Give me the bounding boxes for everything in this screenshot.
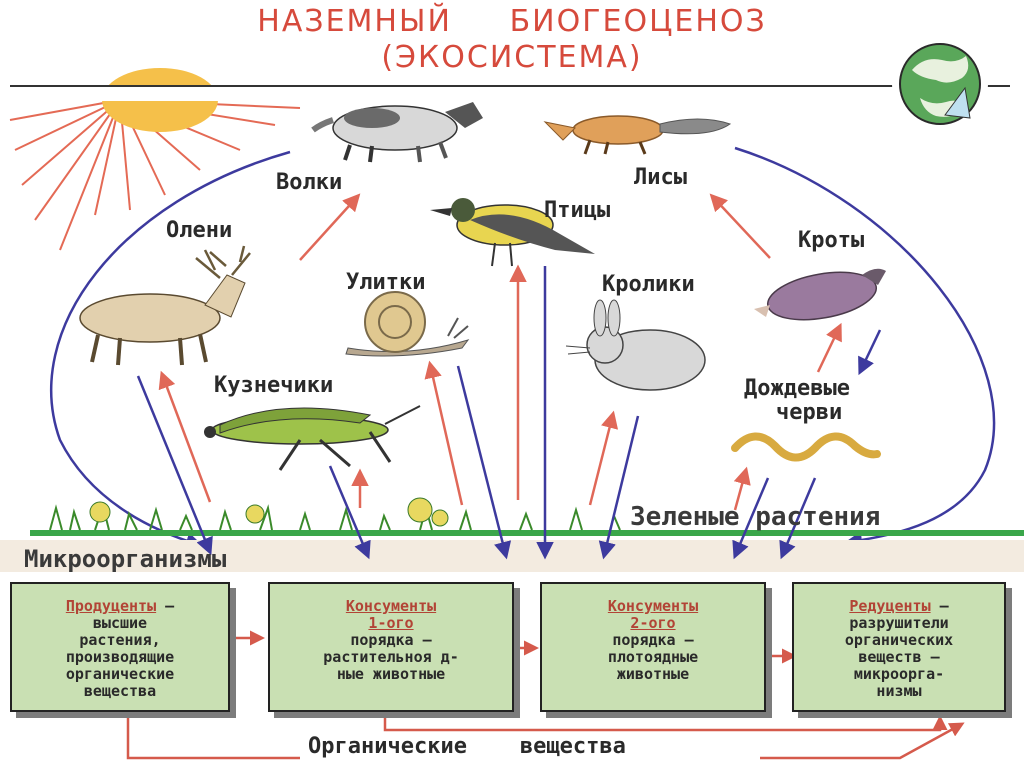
globe-icon [892,36,988,132]
plants [49,497,621,531]
box-producers: Продуценты – высшие растения, производящ… [10,582,230,712]
label-earthworms-2: черви [776,400,843,425]
box-consumers-1: Консументы 1-ого порядка – растительноя … [268,582,514,712]
snail-icon [345,291,470,357]
label-grasshoppers: Кузнечики [214,373,334,398]
label-microorganisms: Микроорганизмы [24,545,227,573]
grass-line [30,530,1024,536]
label-rabbits: Кролики [602,272,695,297]
label-earthworms-1: Дождевые [744,376,850,401]
down-arrows [136,266,882,560]
bird-icon [430,198,595,267]
label-deer: Олени [166,218,233,243]
wolf-icon [311,102,483,163]
label-foxes: Лисы [634,165,687,190]
up-arrows [158,193,842,511]
loop-arrow-right [734,146,996,549]
grasshopper-icon [204,405,421,471]
label-moles: Кроты [798,228,865,253]
label-snails: Улитки [346,270,426,295]
box-consumers-2-head: Консументы [607,597,699,615]
earthworm-icon [731,432,881,462]
title-line-2: (ЭКОСИСТЕМА) [381,40,643,75]
label-birds: Птицы [544,198,611,223]
box-producers-head: Продуценты [65,597,157,615]
box-decomposers: Редуценты – разрушители органических вещ… [792,582,1006,712]
fox-icon [543,115,732,155]
box-consumers-2: Консументы 2-ого порядка – плотоядные жи… [540,582,766,712]
loop-arrow-left [50,150,291,550]
label-wolves: Волки [276,170,343,195]
title-line-1: НАЗЕМНЫЙ БИОГЕОЦЕНОЗ [257,4,767,39]
soil-strip [0,540,1024,572]
box-consumers-1-head: Консументы [345,597,437,615]
sun-icon [9,68,301,251]
label-organic-substances: Органические вещества [308,734,626,759]
box-decomposers-head: Редуценты [849,597,931,615]
deer-icon [79,245,251,366]
label-green-plants: Зеленые растения [630,502,881,532]
rabbit-icon [565,299,706,391]
mole-icon [754,268,886,321]
